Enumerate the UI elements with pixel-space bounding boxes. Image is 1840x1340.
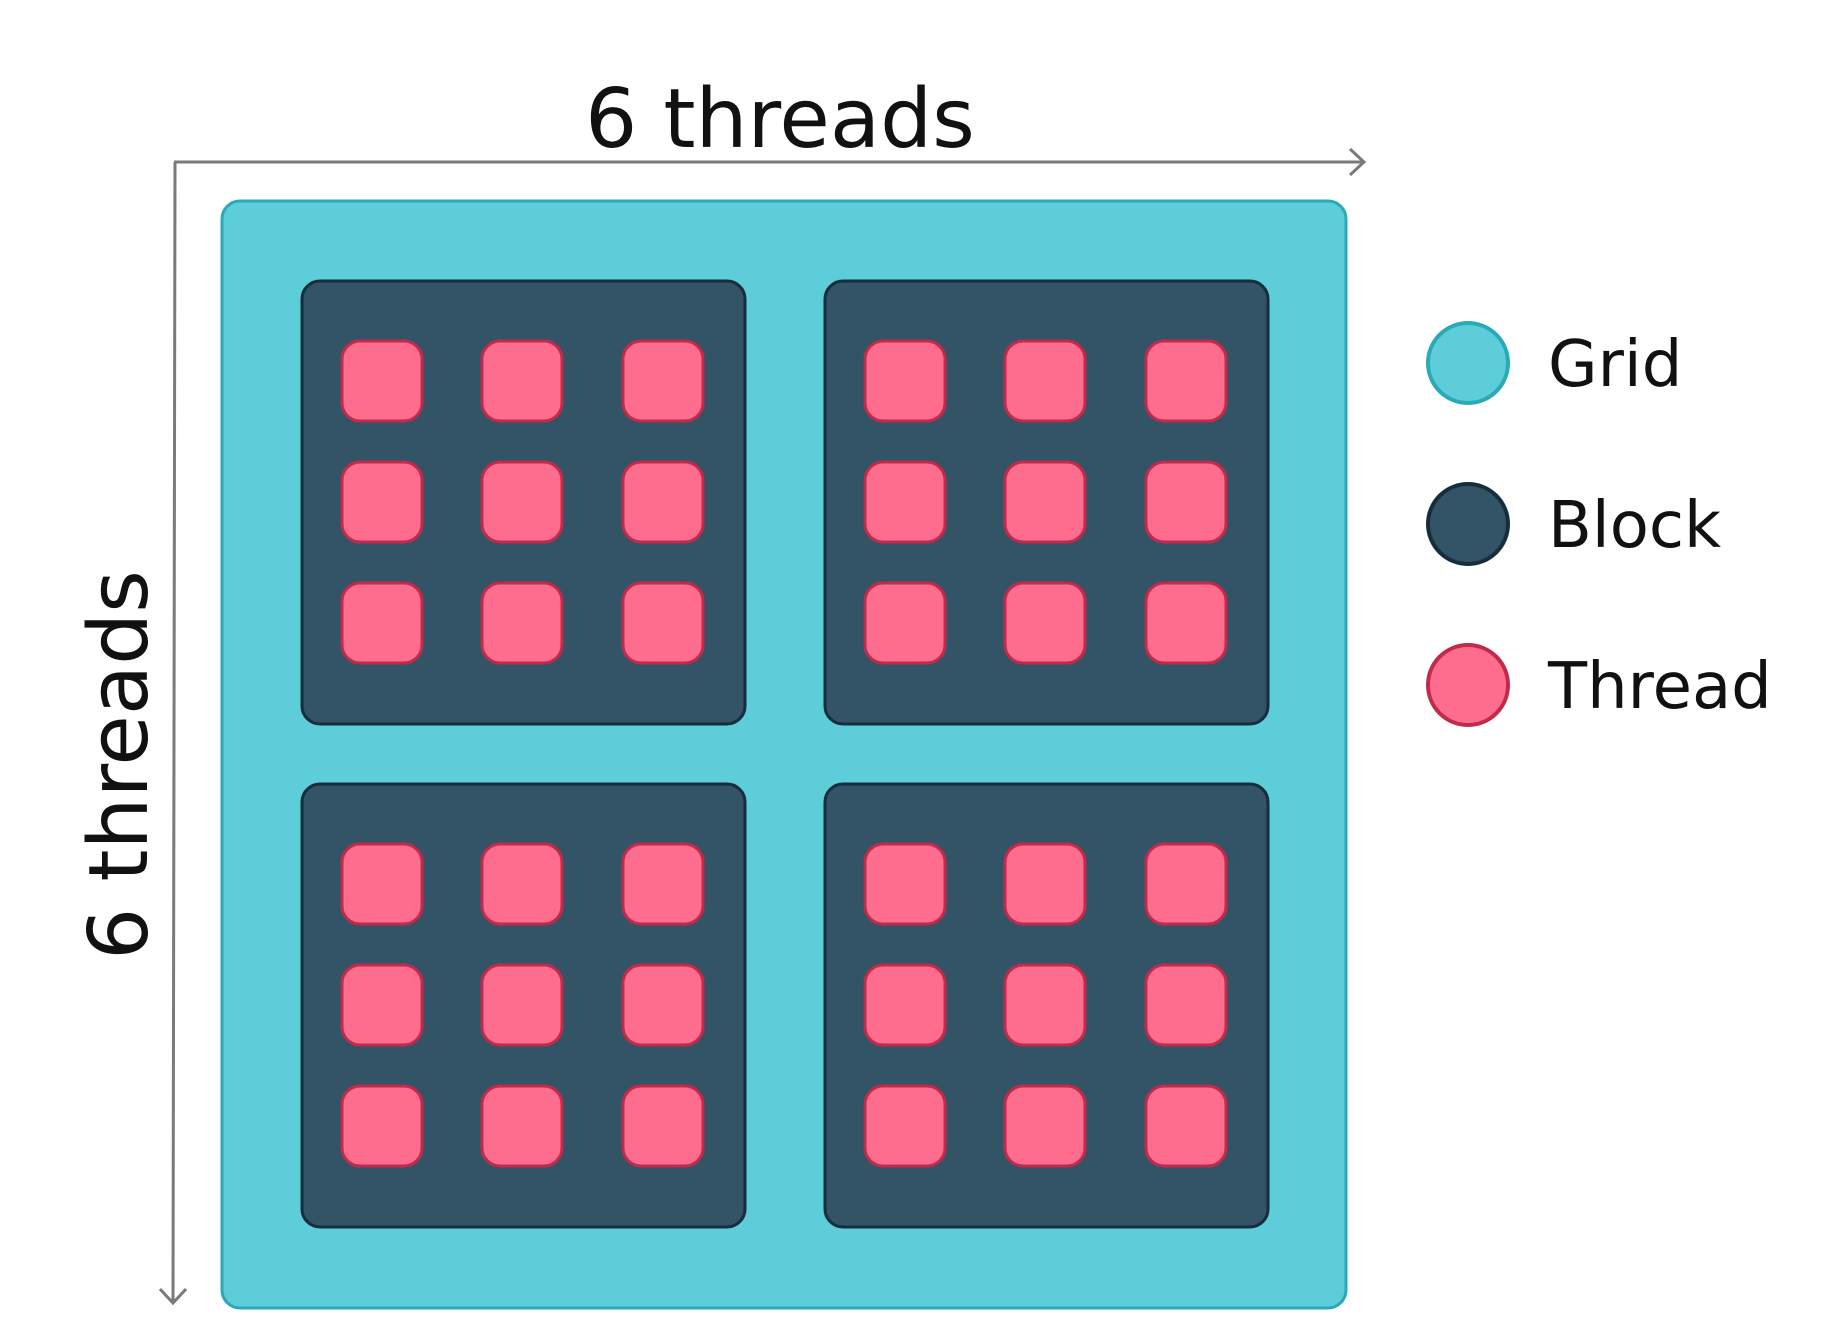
thread-3-2 <box>480 842 564 926</box>
thread-1-1 <box>340 339 424 423</box>
thread-3-1 <box>340 842 424 926</box>
thread-2-4 <box>863 460 947 544</box>
legend-item-thread: Thread <box>1426 643 1772 727</box>
thread-2-9 <box>1144 581 1228 665</box>
block-1 <box>300 279 747 726</box>
thread-2-1 <box>863 339 947 423</box>
thread-3-9 <box>621 1084 705 1168</box>
thread-4-3 <box>1144 842 1228 926</box>
legend-label-block: Block <box>1548 489 1721 563</box>
thread-2-7 <box>863 581 947 665</box>
thread-4-1 <box>863 842 947 926</box>
thread-1-4 <box>340 460 424 544</box>
thread-4-5 <box>1003 963 1087 1047</box>
x-axis-arrowhead <box>1348 147 1367 177</box>
thread-4-2 <box>1003 842 1087 926</box>
thread-3-8 <box>480 1084 564 1168</box>
y-axis-arrowhead <box>158 1287 188 1306</box>
thread-1-2 <box>480 339 564 423</box>
y-axis-label: 6 threads <box>72 570 167 960</box>
legend-item-grid: Grid <box>1426 321 1682 405</box>
axes: 6 threads 6 threads <box>72 72 1367 1306</box>
legend-swatch-thread <box>1426 643 1510 727</box>
thread-2-6 <box>1144 460 1228 544</box>
thread-4-8 <box>1003 1084 1087 1168</box>
thread-3-4 <box>340 963 424 1047</box>
thread-1-7 <box>340 581 424 665</box>
thread-1-3 <box>621 339 705 423</box>
thread-4-6 <box>1144 963 1228 1047</box>
y-axis-arrow-line <box>171 161 177 1304</box>
thread-1-9 <box>621 581 705 665</box>
blocks-layer <box>300 279 1270 1229</box>
thread-1-5 <box>480 460 564 544</box>
legend-label-grid: Grid <box>1548 328 1682 402</box>
thread-1-6 <box>621 460 705 544</box>
thread-4-9 <box>1144 1084 1228 1168</box>
legend-item-block: Block <box>1426 482 1721 566</box>
block-2 <box>823 279 1270 726</box>
block-4 <box>823 782 1270 1229</box>
legend-swatch-block <box>1426 482 1510 566</box>
legend-swatch-grid <box>1426 321 1510 405</box>
thread-4-4 <box>863 963 947 1047</box>
thread-2-5 <box>1003 460 1087 544</box>
thread-2-2 <box>1003 339 1087 423</box>
x-axis-label: 6 threads <box>585 72 975 167</box>
thread-1-8 <box>480 581 564 665</box>
thread-3-5 <box>480 963 564 1047</box>
thread-2-8 <box>1003 581 1087 665</box>
thread-4-7 <box>863 1084 947 1168</box>
thread-2-3 <box>1144 339 1228 423</box>
legend-label-thread: Thread <box>1547 650 1772 724</box>
thread-3-7 <box>340 1084 424 1168</box>
thread-3-3 <box>621 842 705 926</box>
thread-3-6 <box>621 963 705 1047</box>
block-3 <box>300 782 747 1229</box>
